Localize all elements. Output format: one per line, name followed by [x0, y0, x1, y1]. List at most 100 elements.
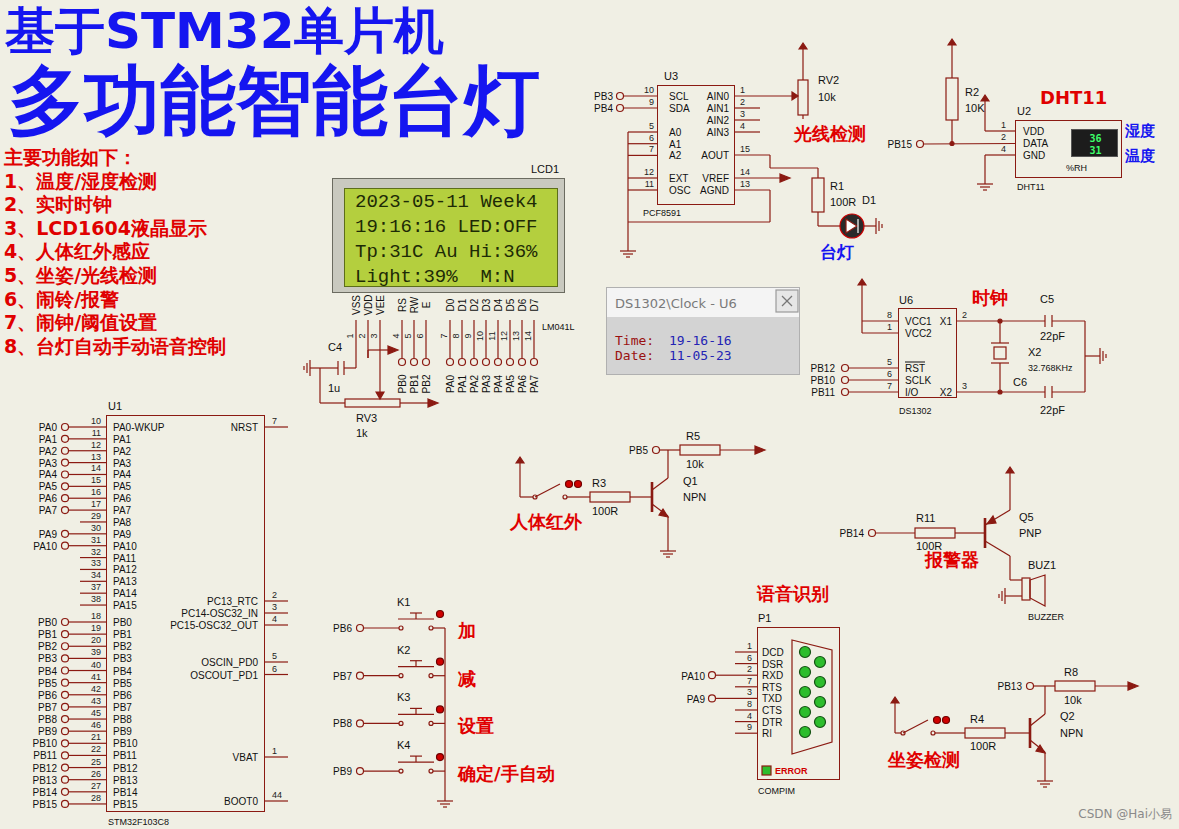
- ground-symbol: [875, 218, 876, 234]
- part-label: 10K: [965, 102, 985, 114]
- ground-symbol: [998, 594, 999, 598]
- power-symbol: [891, 697, 899, 703]
- pin-name: DTR: [762, 716, 783, 727]
- wire: [364, 723, 400, 724]
- pin-number: 44: [272, 790, 282, 800]
- wire: [660, 449, 681, 450]
- wire: [817, 212, 818, 226]
- part-label: NPN: [683, 491, 706, 503]
- pin-name: PC14-OSC32_IN: [181, 608, 258, 619]
- ground-symbol: [623, 253, 633, 254]
- pin-line: [80, 670, 106, 671]
- node-text: 11-05-23: [669, 348, 732, 363]
- crystal-symbol: [991, 342, 1009, 343]
- push-button: [415, 708, 416, 714]
- arrow-head: [1036, 745, 1045, 753]
- part-label: 10k: [1064, 694, 1082, 706]
- pin-number: 7: [747, 676, 752, 686]
- pin-number: 40: [91, 660, 101, 670]
- pin-name: PB10: [113, 738, 137, 749]
- part-label: 100R: [592, 505, 618, 517]
- feature-item: 4、人体红外感应: [4, 239, 150, 265]
- pin-number: 13: [740, 179, 750, 189]
- power-symbol: [858, 279, 866, 285]
- wire: [1052, 320, 1085, 321]
- terminal: [62, 752, 69, 759]
- led-symbol: [846, 219, 857, 233]
- push-button: [415, 613, 416, 619]
- wire: [849, 391, 899, 392]
- close-button: [782, 296, 792, 306]
- ground-symbol: [1105, 354, 1106, 358]
- pin-line: [80, 767, 106, 768]
- net-label: PB0: [38, 617, 57, 628]
- connector-pin: [800, 687, 811, 698]
- pin-name: PB0: [113, 617, 132, 628]
- buzzer-symbol: [1022, 578, 1030, 600]
- terminal: [495, 359, 502, 366]
- part-label: 100R: [830, 196, 856, 208]
- node-text: STM32F103C8: [108, 817, 169, 827]
- power-symbol: [981, 95, 989, 101]
- pin-name: PA2: [113, 445, 131, 456]
- pin-line: [80, 426, 106, 427]
- pin-line: [80, 791, 106, 792]
- terminal: [62, 530, 69, 537]
- pin-line: [265, 674, 288, 675]
- pin-name: PB0: [397, 375, 408, 394]
- pin-number: 3: [272, 602, 277, 612]
- close-button: [782, 296, 792, 306]
- pin-number: 33: [91, 558, 101, 568]
- pin-number: 15: [740, 144, 750, 154]
- part-label: R5: [686, 430, 700, 442]
- push-button: [415, 756, 416, 762]
- pin-name: RXD: [762, 670, 783, 681]
- crystal-symbol: [994, 347, 1006, 359]
- switch-contact: [399, 721, 403, 725]
- resistor-symbol: [590, 492, 630, 502]
- pin-number: 14: [91, 463, 101, 473]
- wire: [1030, 714, 1045, 726]
- ground-symbol: [620, 250, 636, 251]
- pin-number: 4: [747, 711, 752, 721]
- wire: [895, 732, 901, 733]
- pin-number: 12: [499, 331, 509, 341]
- pin-line: [80, 462, 106, 463]
- terminal: [62, 679, 69, 686]
- pin-name: SCL: [669, 91, 688, 102]
- pin-line: [735, 107, 760, 108]
- pin-number: 39: [91, 647, 101, 657]
- pin-line: [485, 320, 486, 358]
- wire: [69, 486, 81, 487]
- state-indicator: [437, 611, 444, 618]
- pin-number: 17: [91, 499, 101, 509]
- callout-text: 坐姿检测: [888, 748, 960, 772]
- wire: [802, 56, 803, 80]
- power-symbol: [516, 457, 524, 463]
- net-label: PB10: [33, 738, 57, 749]
- wire: [69, 718, 81, 719]
- pin-line: [735, 686, 757, 687]
- wire: [69, 498, 81, 499]
- callout-text: 减: [458, 667, 476, 691]
- pin-name: D1: [457, 299, 468, 312]
- ground-symbol: [980, 186, 990, 187]
- connector-pin: [800, 727, 811, 738]
- wire: [1009, 480, 1010, 510]
- potentiometer-symbol: [798, 80, 808, 115]
- wire: [310, 367, 338, 368]
- pin-line: [80, 731, 106, 732]
- net-label: PB4: [38, 665, 57, 676]
- pin-name: VSS: [351, 295, 362, 315]
- part-label: R8: [1064, 666, 1078, 678]
- net-label: PB8: [38, 714, 57, 725]
- part-label: K1: [397, 596, 410, 608]
- ground-symbol: [303, 366, 304, 370]
- state-indicator: [575, 481, 582, 488]
- pin-line: [628, 131, 657, 132]
- part-label: BUZZER: [1028, 612, 1064, 622]
- terminal: [62, 655, 69, 662]
- pin-number: 5: [887, 357, 892, 367]
- pin-name: A0: [669, 127, 681, 138]
- pin-name: D3: [481, 299, 492, 312]
